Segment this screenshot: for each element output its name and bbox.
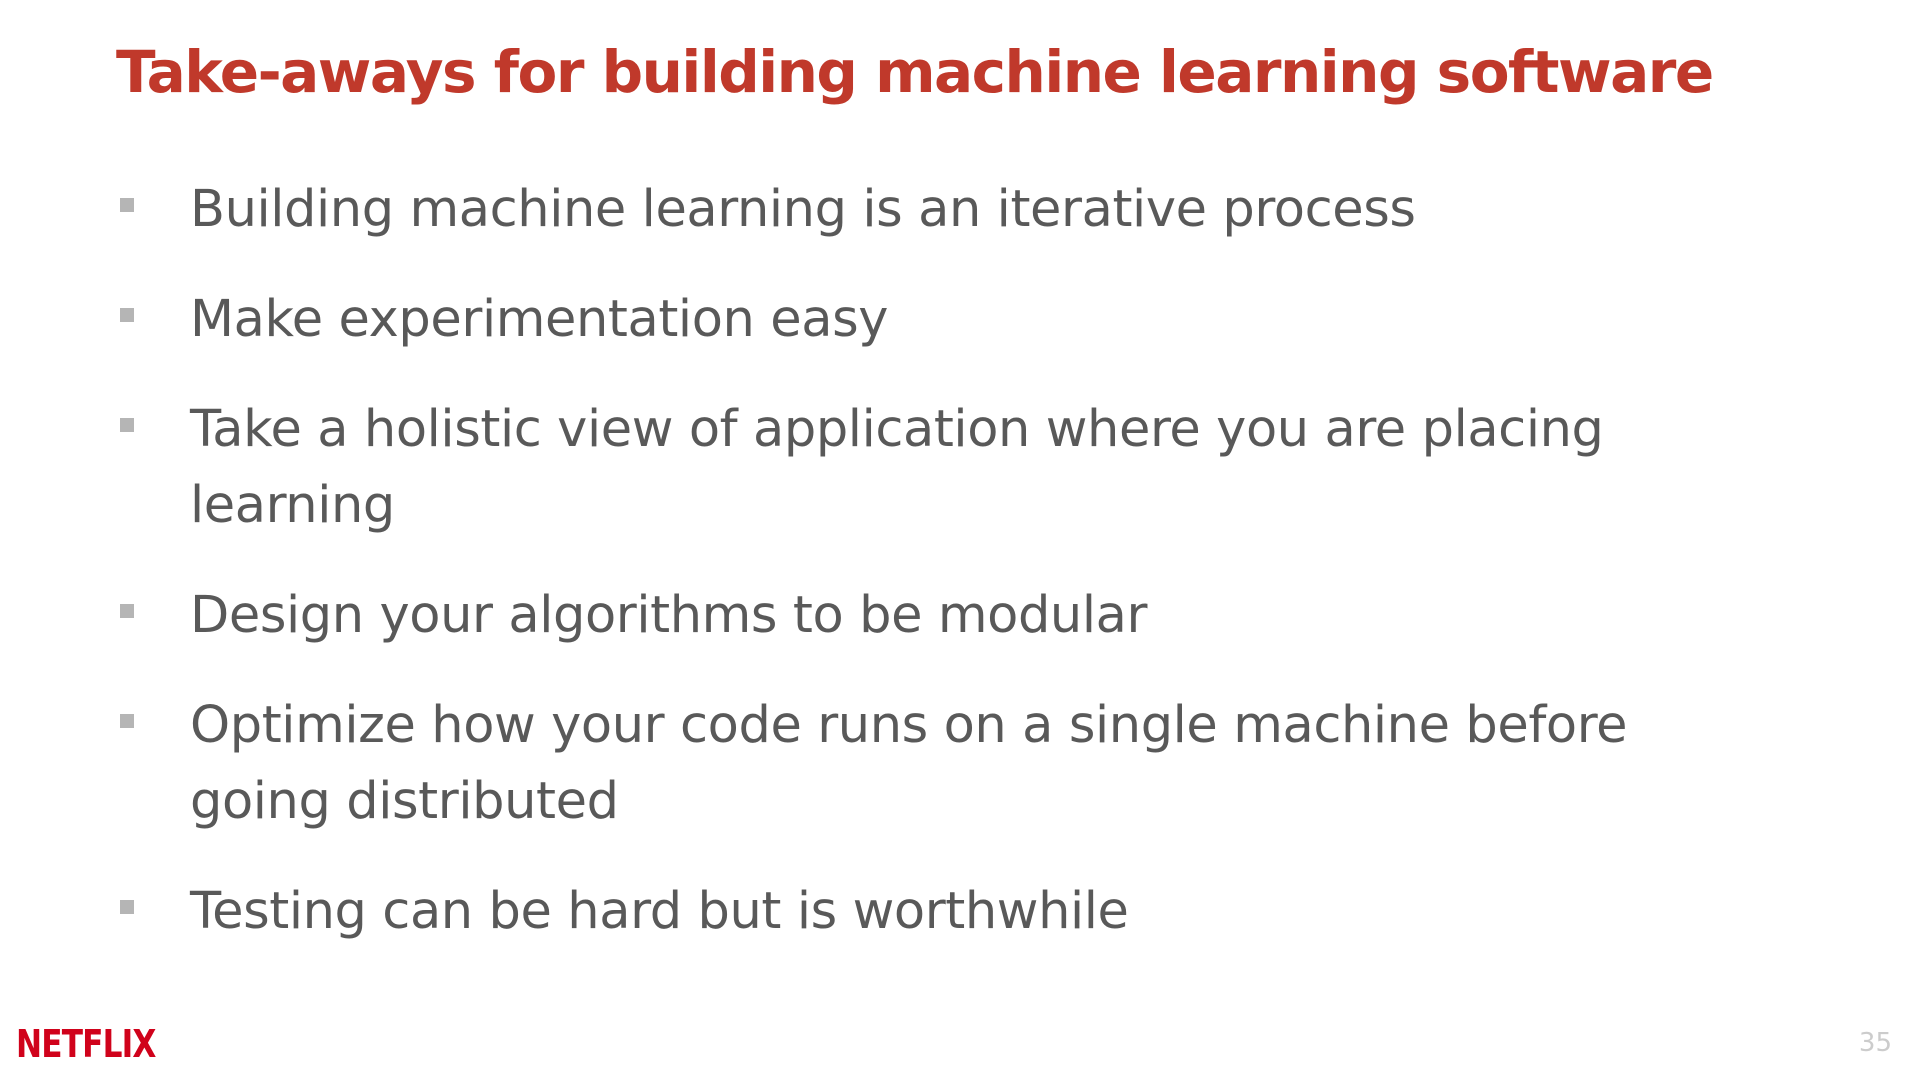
- bullet-item: Optimize how your code runs on a single …: [116, 688, 1756, 840]
- bullet-text: Testing can be hard but is worthwhile: [190, 882, 1129, 941]
- bullet-text: Building machine learning is an iterativ…: [190, 180, 1416, 239]
- bullet-item: Testing can be hard but is worthwhile: [116, 874, 1756, 950]
- square-bullet-icon: [120, 198, 134, 212]
- bullet-item: Building machine learning is an iterativ…: [116, 172, 1756, 248]
- square-bullet-icon: [120, 900, 134, 914]
- bullet-text: Take a holistic view of application wher…: [190, 400, 1604, 535]
- netflix-logo: NETFLIX: [16, 1022, 156, 1066]
- square-bullet-icon: [120, 418, 134, 432]
- square-bullet-icon: [120, 308, 134, 322]
- square-bullet-icon: [120, 604, 134, 618]
- bullet-list: Building machine learning is an iterativ…: [116, 172, 1756, 984]
- bullet-item: Take a holistic view of application wher…: [116, 392, 1756, 544]
- bullet-text: Design your algorithms to be modular: [190, 586, 1148, 645]
- bullet-text: Make experimentation easy: [190, 290, 889, 349]
- bullet-text: Optimize how your code runs on a single …: [190, 696, 1628, 831]
- bullet-item: Design your algorithms to be modular: [116, 578, 1756, 654]
- page-number: 35: [1858, 1028, 1892, 1058]
- slide-title: Take-aways for building machine learning…: [116, 38, 1714, 106]
- square-bullet-icon: [120, 714, 134, 728]
- bullet-item: Make experimentation easy: [116, 282, 1756, 358]
